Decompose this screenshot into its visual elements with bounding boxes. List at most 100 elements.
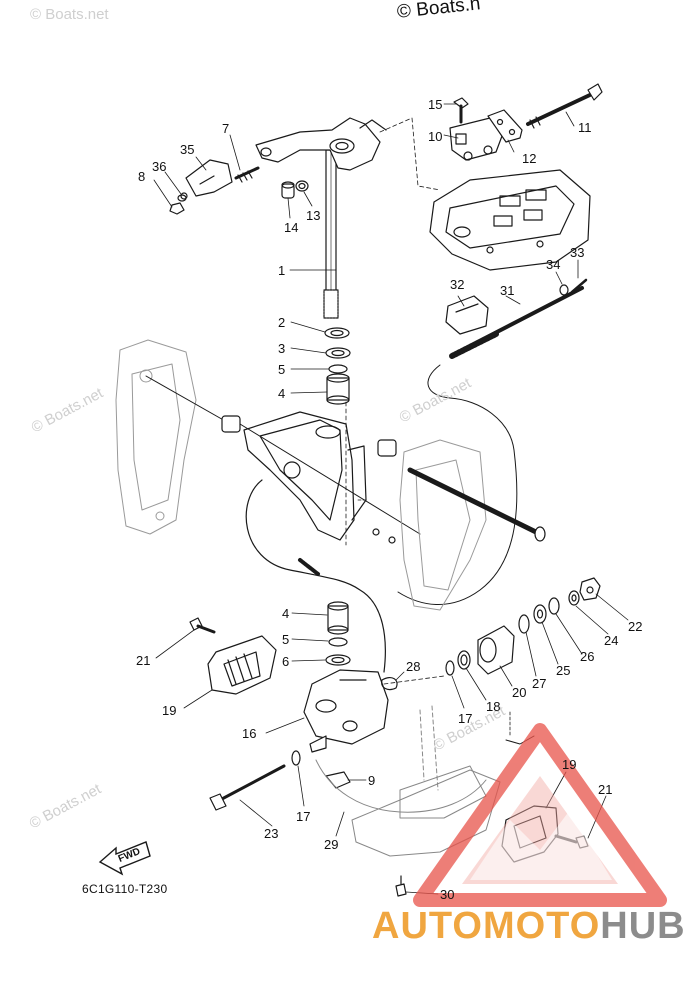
callout-3: 3 [278,341,286,356]
bracket-19-right-part [501,805,559,863]
steering-shaft-part [323,149,339,319]
o-ring-5-lower-part [328,637,348,647]
autohub-brand-logo: AUTOMOTOHUB [372,905,686,948]
clip-32-part [445,295,489,335]
callout-9: 9 [368,773,376,788]
callout-28: 28 [406,659,421,674]
clip-28-part [381,676,398,691]
callout-35: 35 [180,142,195,157]
washer-25-part [533,604,547,624]
mounting-plate-part [429,169,591,271]
callout-7: 7 [222,121,230,136]
callout-29: 29 [324,837,339,852]
brand-part-hub: HUB [600,905,686,947]
bolt-30-part [395,875,407,897]
callout-36: 36 [152,159,167,174]
tilt-tube-part [407,467,546,542]
screw-33-part [570,278,588,294]
brand-part-moto: MOTO [482,905,601,947]
bushing-left-part [221,415,241,433]
bolt-21-right-part [554,834,589,849]
callout-17: 17 [458,711,473,726]
nut-8-part [169,202,185,215]
callout-2: 2 [278,315,286,330]
bracket-16-part [303,669,389,745]
bracket-35-part [180,159,233,200]
bolt-15-part [453,97,469,124]
watermark-text: © Boats.net [30,6,109,23]
callout-17: 17 [296,809,311,824]
autohub-warning-triangle-logo [413,723,667,907]
callout-30: 30 [440,887,455,902]
washer-17-part [445,660,455,676]
o-ring-5-part [328,364,348,374]
callout-25: 25 [556,663,571,678]
clamp-bracket-right-part [399,439,487,611]
callout-32: 32 [450,277,465,292]
washer-2-part [324,327,350,339]
diagram-code: 6C1G110-T230 [82,882,168,896]
bolt-23-part [209,764,286,811]
callout-31: 31 [500,283,515,298]
clip-9-part [325,771,351,789]
callout-14: 14 [284,220,299,235]
callout-20: 20 [512,685,527,700]
callout-21: 21 [598,782,613,797]
callout-19: 19 [562,757,577,772]
washer-6-part [325,654,351,666]
swivel-bracket-part [243,411,367,541]
lead-wire-part [245,479,386,673]
bushing-13-part [295,180,309,192]
bushing-4-part [326,373,350,405]
bushing-14-part [281,181,295,199]
callout-33: 33 [570,245,585,260]
callout-8: 8 [138,169,146,184]
callout-6: 6 [282,654,290,669]
grease-nipple-part [372,528,396,544]
callout-4: 4 [282,606,290,621]
bracket-12-part [487,109,523,143]
steering-arm-part [255,117,387,171]
washer-27-part [518,614,530,634]
callout-13: 13 [306,208,321,223]
callout-15: 15 [428,97,443,112]
washer-36-part [177,194,187,202]
callout-4: 4 [278,386,286,401]
callout-18: 18 [486,699,501,714]
lower-bracket-29-part [315,705,501,857]
bracket-19-left-part [207,635,277,695]
bolt-7-part [234,166,260,183]
washer-17-lower-part [291,750,301,766]
callout-5: 5 [282,632,290,647]
callout-19: 19 [162,703,177,718]
forward-arrow-icon [98,841,151,876]
callout-26: 26 [580,649,595,664]
callout-27: 27 [532,676,547,691]
clamp-bracket-left-part [115,339,197,535]
brand-part-auto: AUTO [372,905,483,947]
nut-22-part [579,577,601,601]
bushing-right-part [377,439,397,457]
washer-3-part [325,347,351,359]
callout-12: 12 [522,151,537,166]
bolt-21-left-part [189,617,216,634]
callout-34: 34 [546,257,561,272]
callout-23: 23 [264,826,279,841]
callout-11: 11 [578,120,592,135]
callout-24: 24 [604,633,619,648]
clip-34-part [559,284,569,296]
bushing-18-part [457,650,471,670]
callout-22: 22 [628,619,643,634]
callout-5: 5 [278,362,286,377]
callout-21: 21 [136,653,151,668]
washer-26-part [548,597,560,615]
bushing-4-lower-part [327,601,349,635]
cable-31-part [397,286,584,605]
washer-24-part [568,590,580,606]
damper-20-part [477,625,515,675]
callout-1: 1 [278,263,286,278]
callout-16: 16 [242,726,257,741]
bolt-11-part [526,83,603,129]
callout-10: 10 [428,129,443,144]
